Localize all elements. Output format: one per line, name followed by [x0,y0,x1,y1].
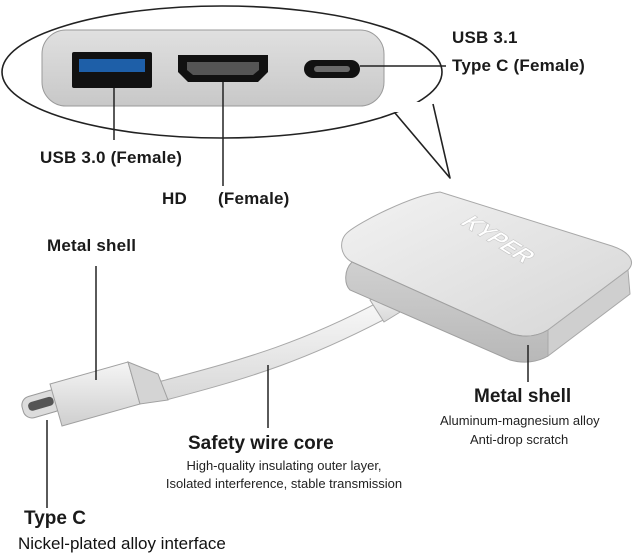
safety-wire-desc-1: High-quality insulating outer layer, [186,458,382,473]
hd-female-label: (Female) [218,189,290,208]
leader-lines [46,65,529,508]
metal-shell-right-label: Metal shell [474,386,572,407]
type-c-desc: Nickel-plated alloy interface [18,534,226,553]
port-panel [41,29,385,107]
usb30-label: USB 3.0 (Female) [40,148,183,167]
usb31-type: Type C (Female) [452,56,586,75]
usb31-title: USB 3.1 [452,28,518,47]
metal-shell-top-label: Metal shell [47,236,137,255]
metal-shell-desc-2: Anti-drop scratch [470,432,569,447]
hd-label: HD [162,189,187,208]
metal-shell-desc-1: Aluminum-magnesium alloy [440,413,600,428]
type-c-title: Type C [24,508,86,529]
usb-c-port [304,60,360,78]
usb-c-plug [21,361,169,427]
safety-wire-desc-2: Isolated interference, stable transmissi… [165,476,403,491]
safety-wire-title: Safety wire core [188,433,334,454]
cable [157,283,411,401]
hub-body: KYPER [341,191,632,363]
usb-3-0-port [72,52,152,88]
hdmi-port [178,55,268,82]
